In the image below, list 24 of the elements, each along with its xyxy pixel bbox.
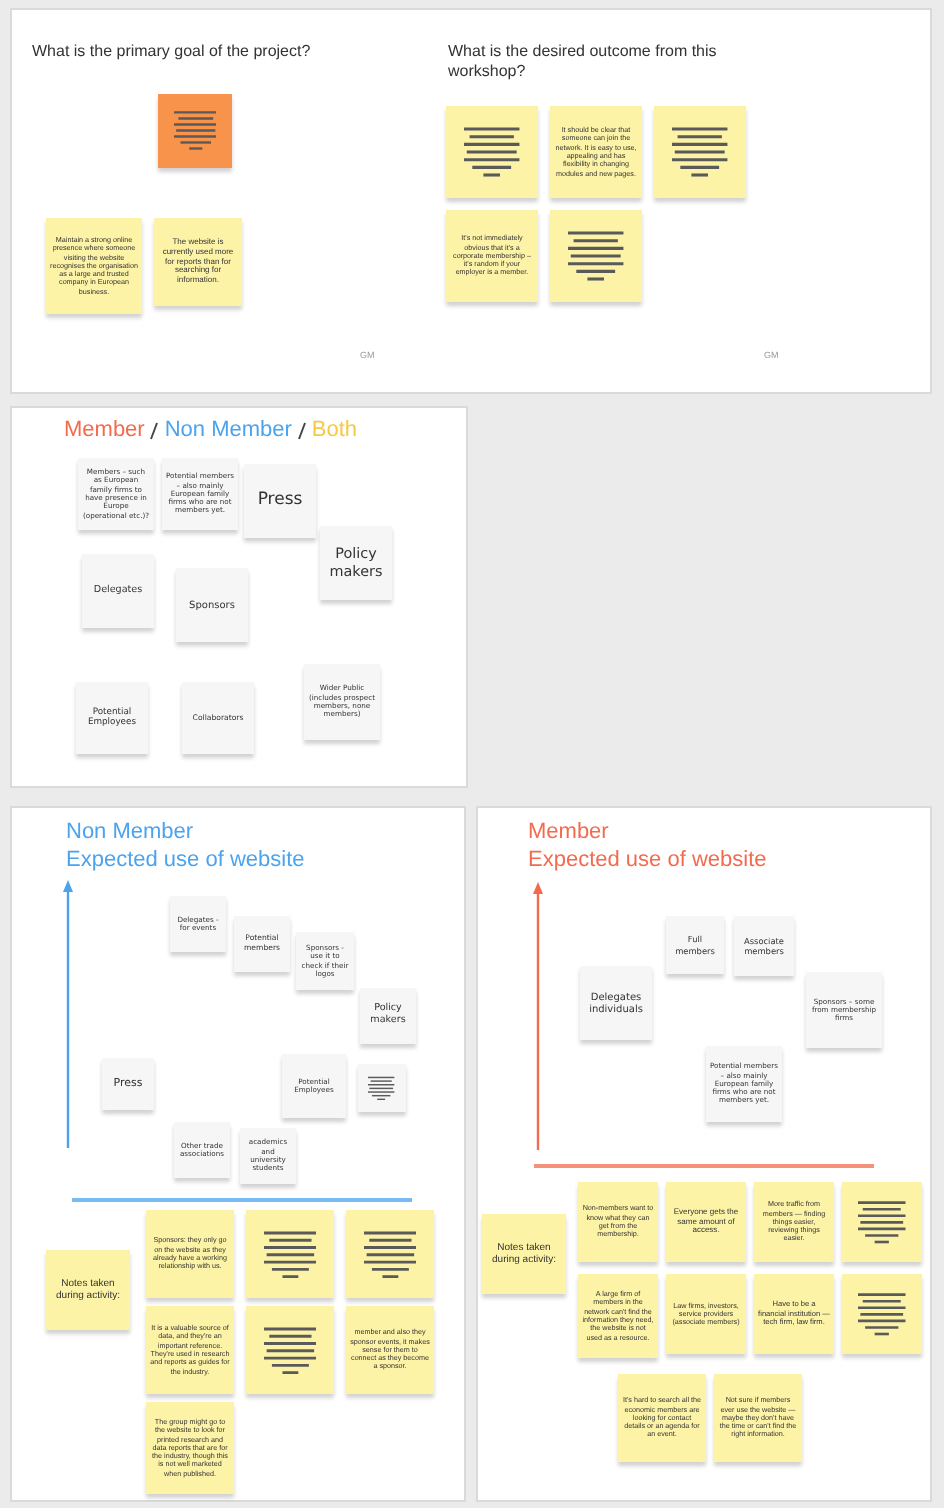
panel-heading: Expected use of website xyxy=(528,848,769,875)
whiteboard-panel xyxy=(10,406,468,788)
panel-heading: Expected use of website xyxy=(66,848,307,875)
sticky-note xyxy=(246,1306,334,1394)
whiteboard-panel xyxy=(476,806,932,1502)
whiteboard-panel xyxy=(10,806,466,1502)
panel-heading: Member xyxy=(528,820,611,847)
sticky-note xyxy=(842,1182,922,1262)
sticky-note xyxy=(842,1274,922,1354)
panel-heading: Non Member xyxy=(66,820,196,847)
question-heading: What is the desired outcome from this workshop? xyxy=(448,42,719,81)
sticky-note xyxy=(654,106,746,198)
sticky-note xyxy=(550,210,642,302)
legend-label: Both xyxy=(311,418,358,443)
sticky-note xyxy=(346,1210,434,1298)
sticky-note xyxy=(158,94,232,168)
whiteboard-panel xyxy=(10,8,932,394)
sticky-note xyxy=(446,106,538,198)
sticky-note: Press xyxy=(244,464,316,538)
legend-label: Member xyxy=(64,418,145,443)
sticky-note xyxy=(358,1064,406,1112)
question-heading: What is the primary goal of the project? xyxy=(32,42,313,62)
sticky-note xyxy=(246,1210,334,1298)
legend-label: Non Member xyxy=(164,418,292,443)
